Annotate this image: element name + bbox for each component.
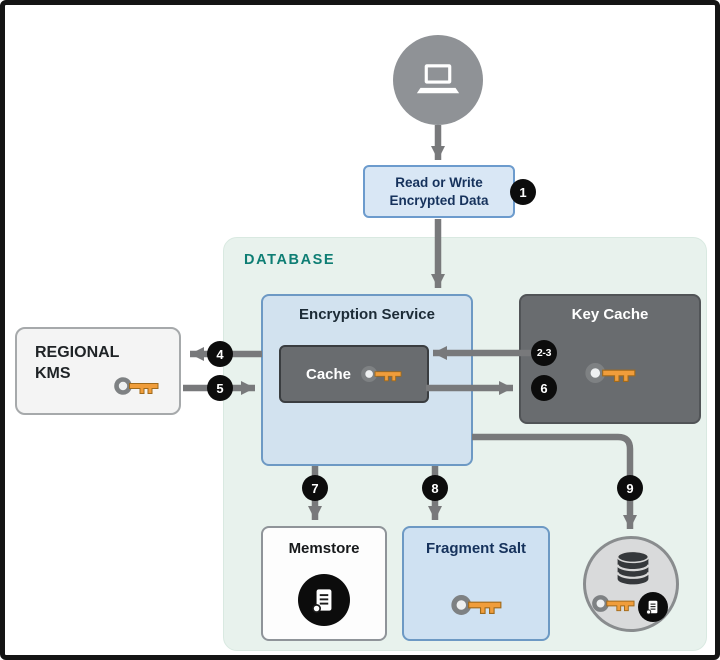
cache-box: Cache [279,345,429,403]
key-cache-label: Key Cache [571,306,649,323]
key-icon [450,590,502,620]
datastore-circle [583,536,679,632]
database-cylinder-icon [610,547,656,591]
read-write-label: Read or Write Encrypted Data [389,174,489,208]
laptop-icon [409,51,467,109]
step-badge-6: 6 [531,375,557,401]
read-write-box: Read or Write Encrypted Data [363,165,515,218]
scroll-icon-circle [638,592,668,622]
encryption-service-box: Encryption Service Cache [261,294,473,466]
database-label: DATABASE [244,252,336,268]
scroll-icon-circle [298,574,350,626]
regional-kms-label: REGIONAL KMS [35,344,120,382]
cache-label: Cache [305,365,352,383]
memstore-label: Memstore [288,540,360,557]
step-badge-5: 5 [207,375,233,401]
scroll-icon [307,583,341,617]
key-icon [360,362,402,386]
step-badge-9: 9 [617,475,643,501]
step-badge-2-3: 2-3 [531,340,557,366]
regional-kms-box: REGIONAL KMS [15,327,181,415]
step-badge-7: 7 [302,475,328,501]
key-icon [584,358,636,388]
client-device [393,35,483,125]
scroll-icon [643,597,663,617]
database-container: DATABASE Encryption Service Cache Key Ca… [223,237,707,651]
encryption-service-label: Encryption Service [299,306,435,323]
key-icon [113,373,159,399]
step-badge-8: 8 [422,475,448,501]
step-badge-4: 4 [207,341,233,367]
step-badge-1: 1 [510,179,536,205]
fragment-salt-box: Fragment Salt [402,526,550,641]
key-icon [591,591,635,616]
memstore-box: Memstore [261,526,387,641]
fragment-salt-label: Fragment Salt [425,540,527,557]
